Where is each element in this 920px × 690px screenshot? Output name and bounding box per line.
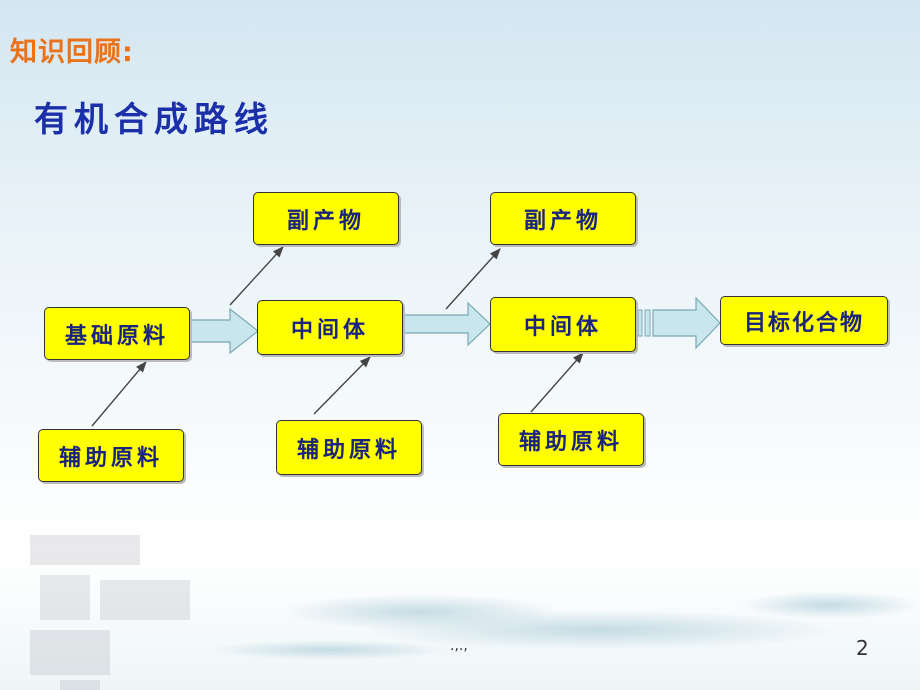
node-intermediate-1: 中间体 [257,300,403,355]
flow-arrow-intermediate-1-to-2 [403,301,491,347]
node-byproduct-2: 副产物 [490,192,636,245]
cloud-3 [740,591,920,619]
flow-arrow-base-to-intermediate-1 [183,307,259,355]
arrow-aux-1-to-base [91,361,147,427]
watermark-calligraphy [30,535,190,690]
cloud-4 [210,640,450,660]
arrow-aux-3-to-intermediate-2 [530,352,584,413]
page-number: 2 [856,636,869,660]
arrow-to-byproduct-1 [229,246,284,306]
node-aux-material-1: 辅助原料 [38,429,184,482]
slide-title: 有机合成路线 [34,100,274,140]
cloud-2 [360,610,840,650]
arrow-aux-2-to-intermediate-1 [313,356,371,415]
node-aux-material-2: 辅助原料 [276,420,422,475]
flow-arrow-intermediate-2-to-target [637,296,721,350]
section-label: 知识回顾: [10,37,134,68]
node-base-material: 基础原料 [44,307,190,360]
node-target-compound: 目标化合物 [720,296,888,345]
node-byproduct-1: 副产物 [253,192,399,245]
node-aux-material-3: 辅助原料 [498,413,644,466]
arrow-to-byproduct-2 [445,248,501,310]
node-intermediate-2: 中间体 [490,297,636,352]
page-footer-text: .,., [450,638,468,654]
